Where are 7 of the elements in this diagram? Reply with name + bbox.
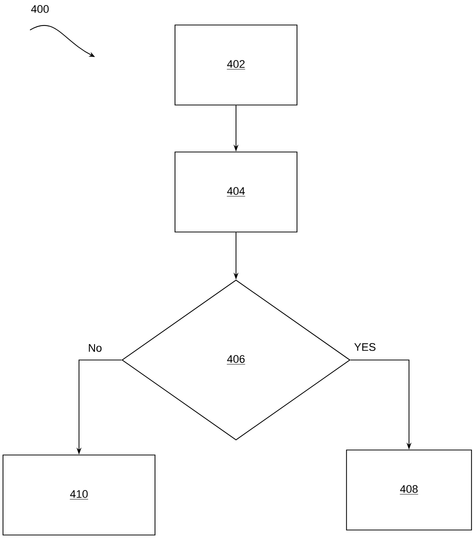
edge-label: YES (353, 342, 377, 352)
edge-label: No (87, 343, 103, 353)
process-box: 402 (174, 24, 298, 106)
figure-number: 400 (31, 5, 49, 13)
process-box: 410 (2, 454, 156, 536)
process-box: 408 (346, 450, 472, 530)
process-box: 404 (174, 152, 298, 232)
